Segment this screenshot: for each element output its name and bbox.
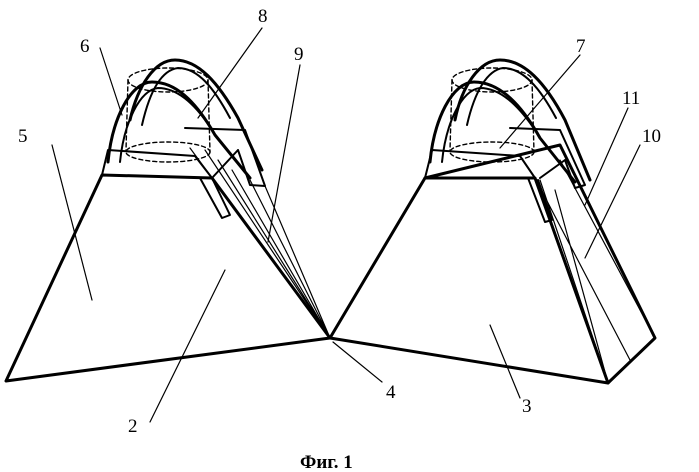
right-pyramid: [330, 60, 655, 383]
leader-5: [52, 145, 92, 300]
label-11: 11: [622, 88, 640, 109]
left-top-plane: [102, 150, 212, 178]
left-pyramid: [6, 60, 330, 381]
right-front-edge: [425, 178, 608, 383]
label-7: 7: [576, 36, 586, 57]
figure-caption: Фиг. 1: [300, 452, 353, 472]
label-2: 2: [128, 416, 138, 437]
leader-9: [268, 65, 300, 242]
left-pyramid-outline: [6, 175, 330, 381]
leader-6: [100, 48, 122, 115]
leader-10: [585, 145, 640, 258]
label-6: 6: [80, 36, 90, 57]
leader-3: [490, 325, 520, 398]
label-10: 10: [642, 126, 661, 147]
label-5: 5: [18, 126, 28, 147]
leader-11: [585, 108, 628, 205]
reference-numerals: 5 2 4 3 6 8 9 7 11 10: [18, 6, 661, 437]
right-hidden-ellipse-top: [452, 68, 532, 92]
label-8: 8: [258, 6, 268, 27]
label-3: 3: [522, 396, 532, 417]
right-pyramid-outline: [330, 145, 655, 383]
leader-2: [150, 270, 225, 422]
label-4: 4: [386, 382, 396, 403]
right-handle-top-inner: [467, 68, 556, 125]
label-9: 9: [294, 44, 304, 65]
left-ridge-lines: [190, 148, 330, 338]
leader-4: [333, 342, 382, 382]
